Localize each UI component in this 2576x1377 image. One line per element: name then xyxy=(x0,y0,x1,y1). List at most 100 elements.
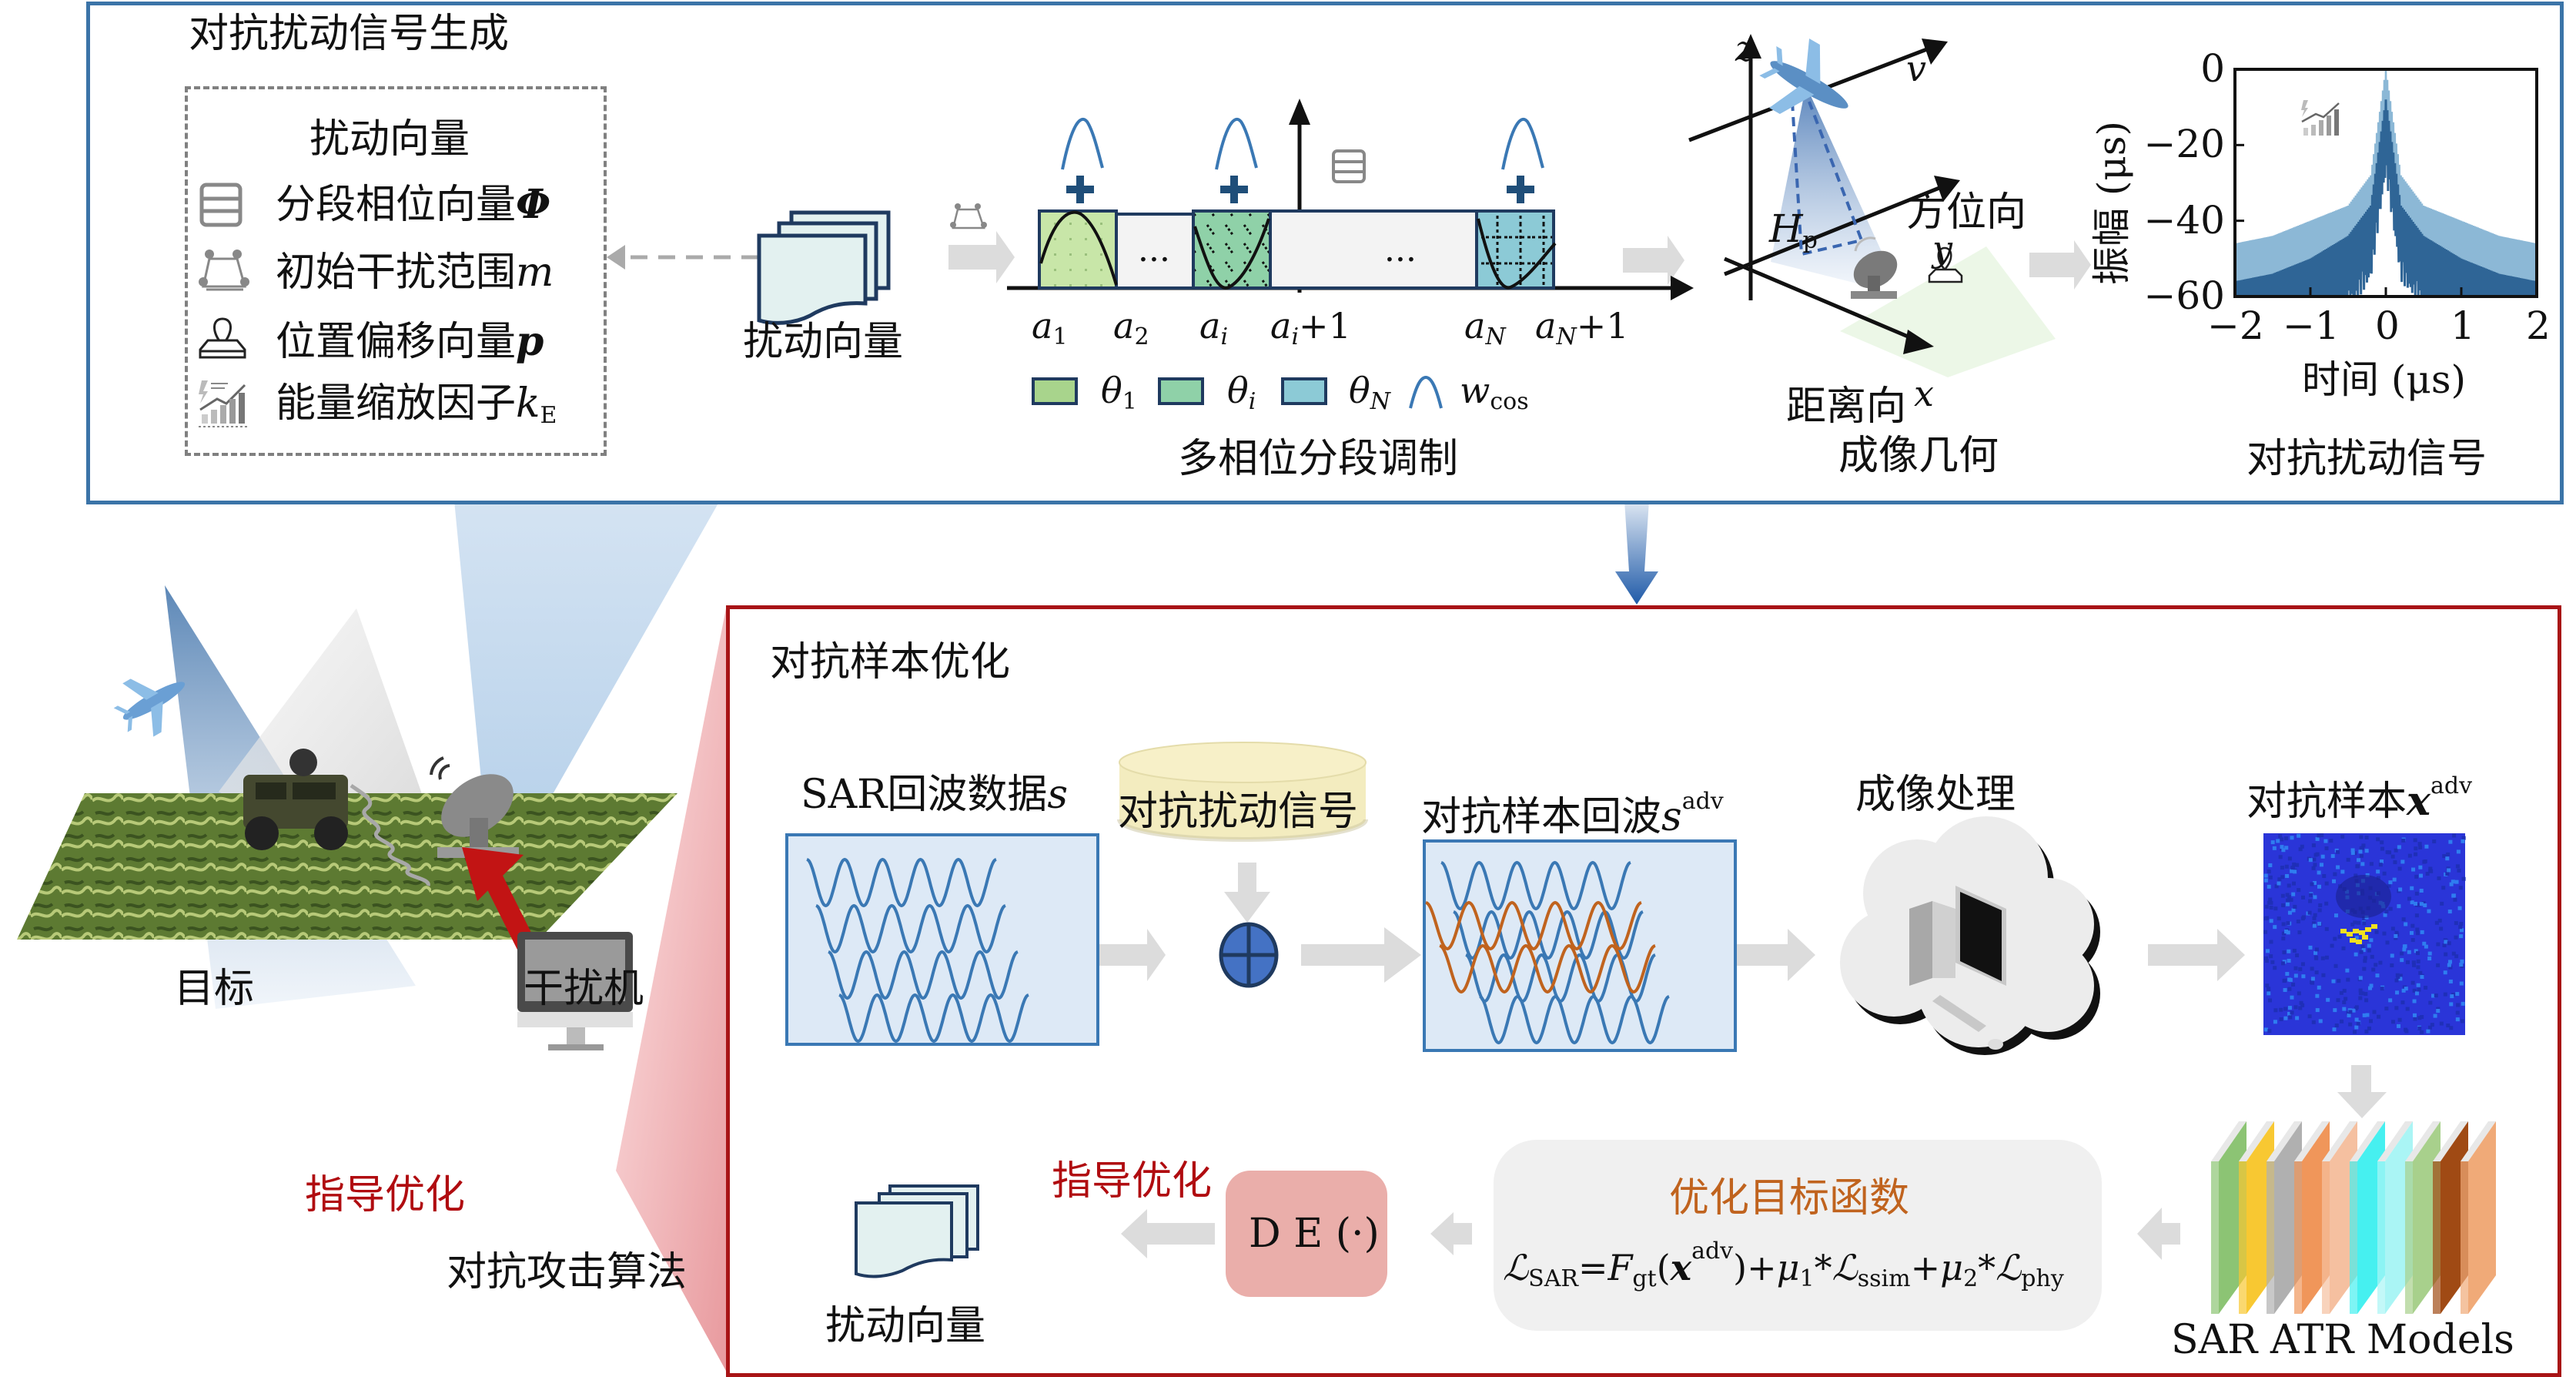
speckle xyxy=(2413,1017,2417,1021)
speckle xyxy=(2410,900,2414,905)
sar-atr-models-icon xyxy=(2211,1121,2496,1314)
speckle xyxy=(2400,958,2404,963)
speckle xyxy=(2418,845,2423,849)
speckle xyxy=(2412,999,2417,1003)
speckle xyxy=(2269,900,2273,905)
speckle xyxy=(2358,849,2363,854)
speckle xyxy=(2455,1010,2460,1015)
shadow-region xyxy=(2336,875,2391,918)
speckle xyxy=(2333,872,2337,876)
panel-title: 对抗扰动信号生成 xyxy=(189,11,510,57)
speckle xyxy=(2348,1022,2353,1027)
speckle xyxy=(2442,943,2447,947)
speckle xyxy=(2419,902,2424,906)
axis-v-label: v xyxy=(1906,48,1926,89)
speckle xyxy=(2362,921,2367,926)
speckle xyxy=(2340,1019,2344,1024)
y-tick-label: −60 xyxy=(2143,273,2225,318)
chart-caption: 对抗扰动信号 xyxy=(2246,436,2487,482)
speckle xyxy=(2310,977,2315,981)
speckle xyxy=(2358,991,2363,996)
speckle xyxy=(2326,997,2330,1002)
y-axis-arrowhead xyxy=(1289,99,1310,125)
speckle xyxy=(2263,878,2268,883)
speckle xyxy=(2414,901,2418,906)
speckle xyxy=(2423,903,2427,908)
energy-scale-icon xyxy=(199,380,248,427)
speckle xyxy=(2423,859,2427,864)
speckle xyxy=(2315,1008,2320,1013)
arrow-objective-to-de xyxy=(1430,1212,1472,1255)
speckle xyxy=(2354,952,2358,957)
model-slab-top xyxy=(2377,1121,2413,1161)
speckle xyxy=(2308,945,2313,950)
x-tick-label: −1 xyxy=(2283,303,2340,348)
cos-window-1 xyxy=(1061,117,1104,170)
target-scatter xyxy=(2340,929,2347,933)
speckle xyxy=(2395,990,2400,995)
speckle xyxy=(2416,951,2420,956)
guide-label: 指导优化 xyxy=(1052,1158,1213,1204)
arrow-to-signal xyxy=(2029,240,2091,290)
speckle xyxy=(2267,869,2271,874)
speckle xyxy=(2436,942,2441,946)
speckle xyxy=(2460,928,2464,933)
speckle xyxy=(2400,859,2405,864)
speckle xyxy=(2263,1027,2268,1032)
speckle xyxy=(2428,866,2433,871)
speckle xyxy=(2282,950,2287,955)
speckle xyxy=(2312,923,2317,928)
speckle xyxy=(2433,1013,2437,1018)
target-scatter xyxy=(2362,935,2368,940)
speckle xyxy=(2267,998,2272,1003)
speckle xyxy=(2332,879,2337,883)
speckle xyxy=(2317,833,2321,838)
speckle xyxy=(2314,970,2319,975)
echo-wave xyxy=(1439,943,1656,994)
speckle xyxy=(2339,990,2343,995)
speckle xyxy=(2369,938,2374,943)
speckle xyxy=(2372,1010,2377,1014)
speckle xyxy=(2394,848,2398,853)
x-tick-label: −2 xyxy=(2207,303,2264,348)
speckle xyxy=(2273,1020,2277,1024)
speckle xyxy=(2290,1010,2294,1015)
speckle xyxy=(2382,871,2387,876)
speckle xyxy=(2263,956,2268,960)
speckle xyxy=(2267,991,2271,996)
waveform-i xyxy=(1193,218,1270,290)
ellipsis-1: ··· xyxy=(1384,240,1417,280)
speckle xyxy=(2436,1009,2441,1013)
speckle xyxy=(2354,1017,2359,1022)
speckle xyxy=(2416,959,2420,963)
y-tick-label: −20 xyxy=(2143,122,2225,167)
speckle xyxy=(2401,917,2406,922)
speckle xyxy=(2387,883,2391,888)
speckle xyxy=(2380,859,2384,864)
speckle xyxy=(2280,875,2285,879)
speckle xyxy=(2388,998,2393,1003)
speckle xyxy=(2350,922,2355,926)
speckle xyxy=(2422,941,2427,946)
speckle xyxy=(2385,940,2390,945)
speckle xyxy=(2285,972,2290,977)
speckle xyxy=(2396,974,2400,979)
dashed-arrow-to-legend xyxy=(607,245,758,270)
monitor-icon xyxy=(517,932,633,1050)
swatch-theta-1 xyxy=(1032,377,1078,405)
speckle xyxy=(2369,862,2374,866)
speckle xyxy=(2340,869,2345,874)
speckle xyxy=(2380,846,2384,851)
target-label: 目标 xyxy=(174,966,255,1012)
speckle xyxy=(2415,927,2420,932)
speckle xyxy=(2394,1006,2399,1010)
speckle xyxy=(2297,888,2301,893)
speckle xyxy=(2311,866,2316,870)
model-slab-side xyxy=(2322,1161,2330,1314)
speckle xyxy=(2417,1016,2422,1020)
speckle xyxy=(2418,970,2423,975)
speckle xyxy=(2405,960,2410,964)
speckle xyxy=(2384,1007,2389,1011)
speckle xyxy=(2401,838,2406,843)
arrow-echo-to-sum xyxy=(1099,929,1166,981)
